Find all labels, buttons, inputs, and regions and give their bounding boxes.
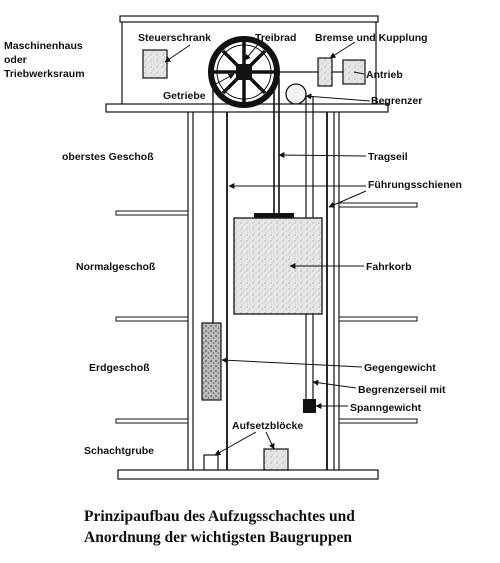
shaft-structure (115, 112, 418, 480)
floor-slab-top-right (338, 202, 418, 208)
label-gearbox: Getriebe (163, 90, 206, 102)
label-drive: Antrieb (366, 69, 403, 81)
label-normal-floor: Normalgeschoß (76, 261, 156, 273)
machine-room-roof (119, 15, 379, 23)
label-ground-floor: Erdgeschoß (89, 362, 150, 374)
brake-clutch-unit (317, 57, 333, 87)
pit-floor (117, 469, 379, 480)
caption-line-2: Anordnung der wichtigsten Baugruppen (84, 529, 352, 546)
machine-room (105, 15, 389, 113)
tension-weight (303, 399, 316, 413)
label-governor: Begrenzer (371, 95, 422, 107)
label-brake-clutch: Bremse und Kupplung (315, 32, 428, 44)
floor-slab-normal-left (115, 316, 189, 322)
label-machine-room-1: Maschinenhaus (4, 40, 83, 52)
label-top-floor: oberstes Geschoß (62, 151, 154, 163)
governor-pulley (285, 83, 307, 105)
label-hoist-rope: Tragseil (368, 151, 408, 163)
buffer-right (263, 448, 289, 471)
leader-lines (164, 41, 371, 456)
label-control-cabinet: Steuerschrank (138, 32, 211, 44)
control-cabinet (142, 49, 168, 79)
floor-slab-ground-left (115, 418, 189, 424)
label-pit: Schachtgrube (84, 445, 154, 457)
traction-sheave (208, 36, 280, 108)
buffer-left (203, 454, 219, 471)
floor-slab-ground-right (338, 418, 418, 424)
counterweight (201, 322, 222, 401)
caption-line-1: Prinzipaufbau des Aufzugsschachtes und (84, 508, 355, 525)
label-buffers: Aufsetzblöcke (232, 420, 303, 432)
floor-slab-top-left (115, 210, 189, 216)
label-machine-room-3: Triebwerksraum (4, 68, 85, 80)
floor-slab-normal-right (338, 316, 418, 322)
label-tension-weight: Spanngewicht (350, 402, 422, 414)
label-counterweight: Gegengewicht (364, 362, 436, 374)
label-governor-rope: Begrenzerseil mit (358, 384, 446, 396)
car-crosshead (254, 213, 294, 218)
label-car: Fahrkorb (366, 261, 412, 273)
label-guide-rails: Führungsschienen (368, 179, 462, 191)
label-traction-sheave: Treibrad (255, 32, 296, 44)
label-machine-room-2: oder (4, 54, 27, 66)
